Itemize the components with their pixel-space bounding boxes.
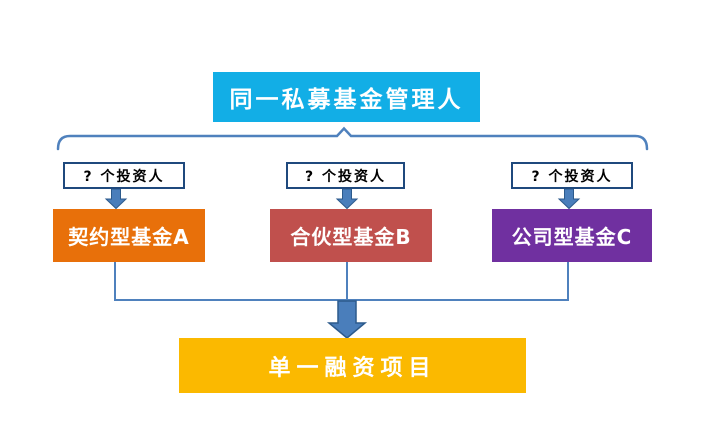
big-arrow-down-icon — [326, 300, 368, 339]
node-fund-contract: 契约型基金A — [53, 209, 205, 262]
node-investors-c: ? 个投资人 — [511, 162, 633, 189]
connector-line — [114, 262, 569, 301]
node-investors-b: ? 个投资人 — [286, 162, 405, 189]
arrow-down-icon — [104, 188, 128, 210]
brace-icon — [56, 126, 649, 151]
node-financing-project: 单一融资项目 — [179, 338, 526, 393]
node-fund-partnership: 合伙型基金B — [270, 209, 432, 262]
arrow-down-icon — [557, 188, 581, 210]
arrow-down-icon — [335, 188, 359, 210]
node-investors-a: ? 个投资人 — [63, 162, 185, 189]
node-fund-manager: 同一私募基金管理人 — [213, 72, 480, 122]
node-fund-corporate: 公司型基金C — [492, 209, 652, 262]
